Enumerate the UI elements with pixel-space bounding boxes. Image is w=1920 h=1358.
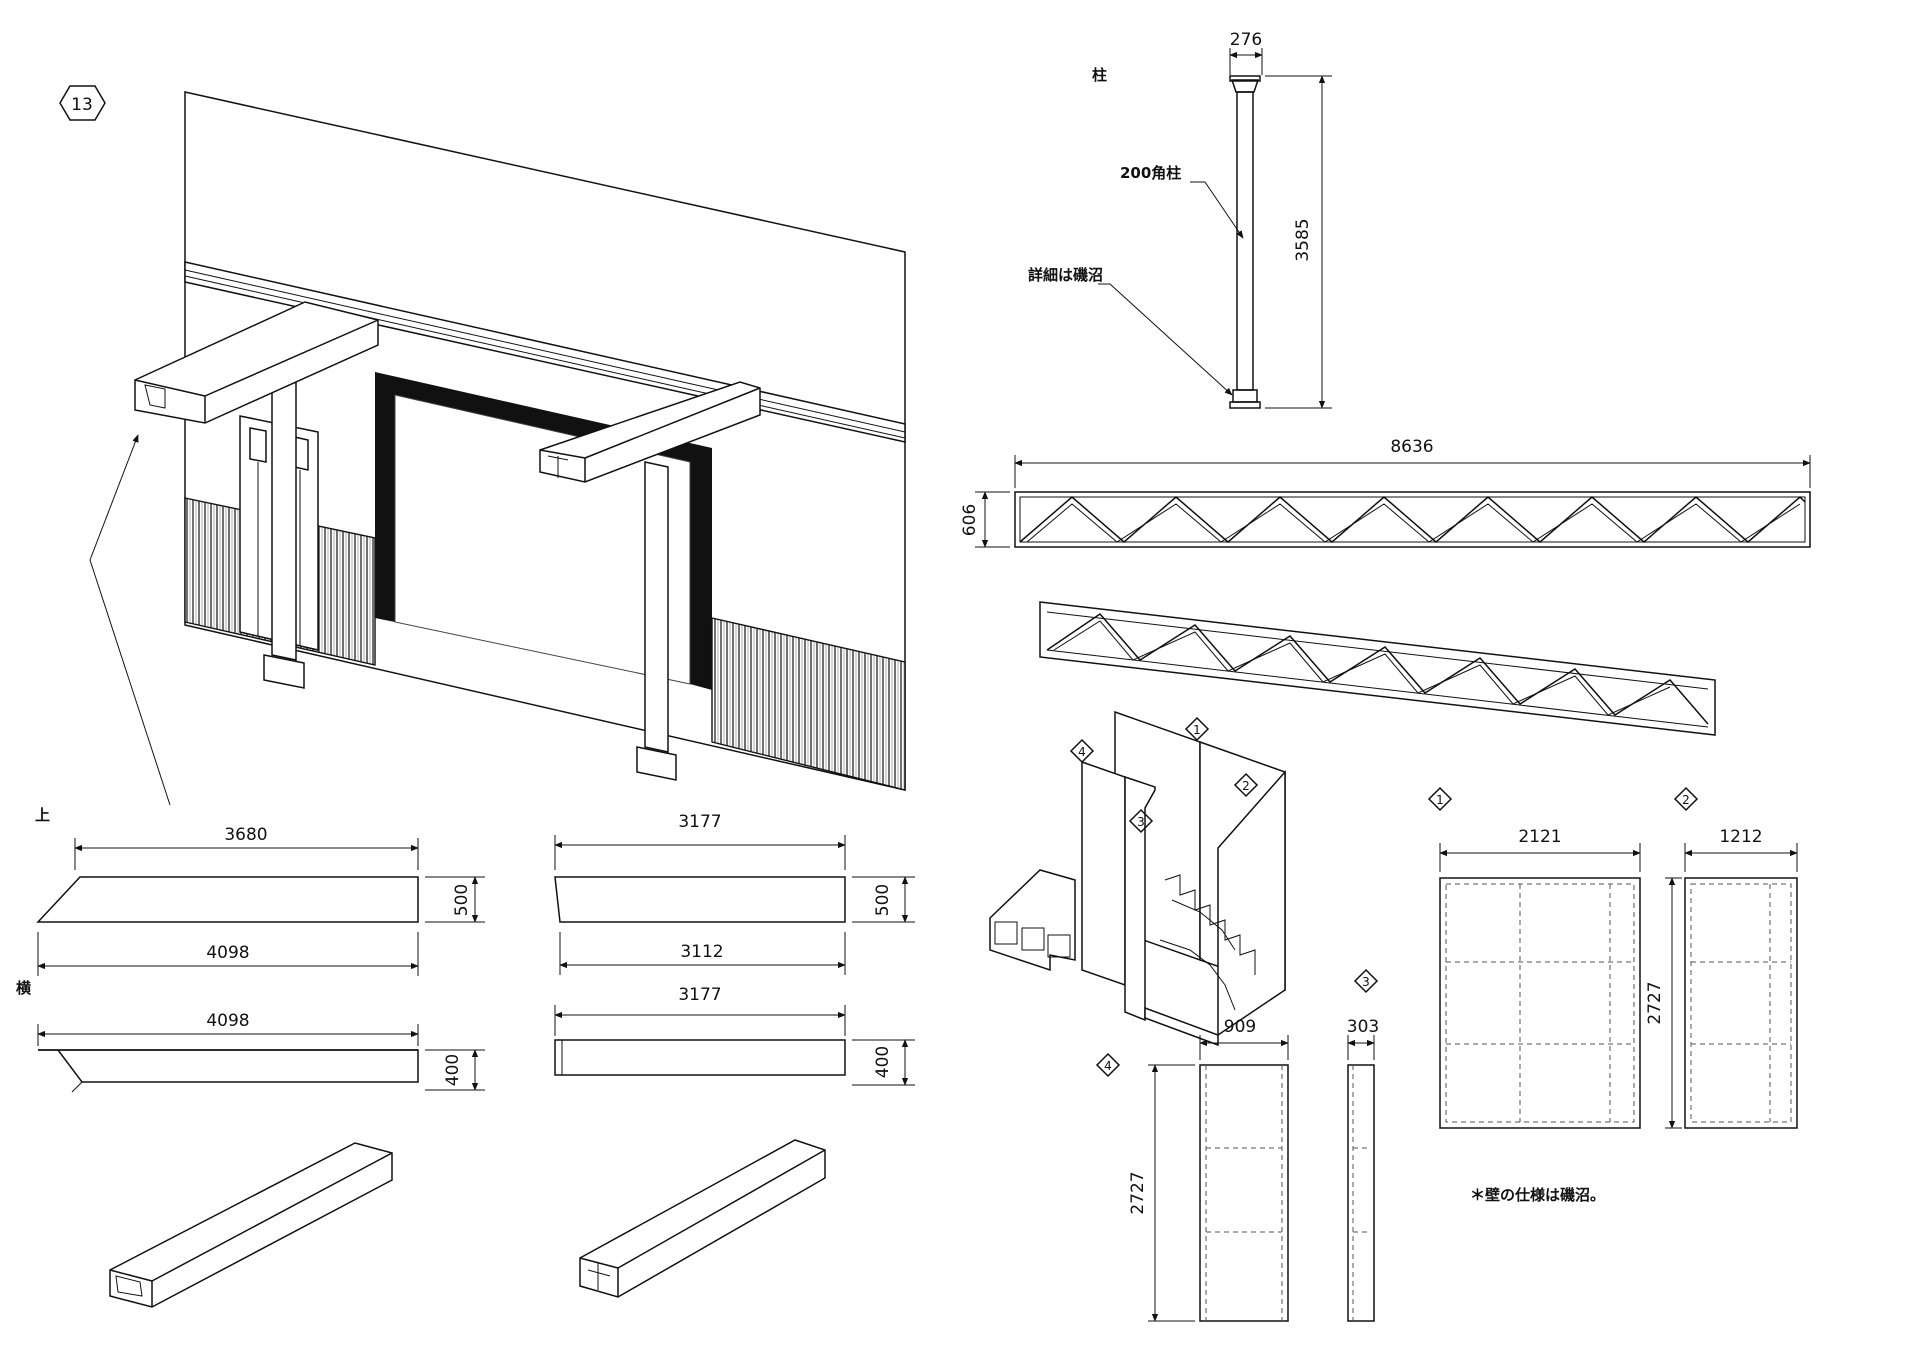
sheet-number-badge: 13	[59, 85, 106, 121]
dim-truss-height: 606	[960, 504, 980, 536]
wall-spec-note: ＊壁の仕様は磯沼。	[1470, 1186, 1605, 1204]
beam-right-side-view: 3177 400	[554, 985, 915, 1086]
dim-top-left-height: 500	[452, 884, 472, 916]
wainscot-right	[711, 617, 906, 791]
dim-pillar-height: 3585	[1293, 218, 1313, 261]
dim-side-right-height: 400	[873, 1046, 893, 1078]
dim-top-right-lower: 3112	[680, 942, 723, 962]
dim-top-right-height: 500	[873, 884, 893, 916]
svg-text:4: 4	[1104, 1059, 1112, 1073]
dim-side-left-height: 400	[443, 1054, 463, 1086]
panel-3-elevation: 3 303	[1347, 968, 1379, 1322]
beam-left-side-view: 4098 400	[37, 1011, 485, 1093]
dim-side-left-width: 4098	[206, 1011, 249, 1031]
svg-text:3: 3	[1137, 815, 1145, 829]
beam-left-top-view: 3680 4098 500	[36, 825, 485, 976]
beam-left-iso-bottom	[109, 1142, 393, 1308]
svg-text:3: 3	[1362, 975, 1370, 989]
svg-text:2: 2	[1682, 793, 1690, 807]
dim-top-left-upper: 3680	[224, 825, 267, 845]
column-left	[271, 377, 297, 661]
beam-left-iso	[134, 301, 379, 424]
svg-text:4: 4	[1078, 745, 1086, 759]
marker-1-iso: 1	[1184, 716, 1210, 742]
truss-elevation: 8636 606	[960, 437, 1811, 548]
svg-text:1: 1	[1193, 723, 1201, 737]
panel-4-elevation: 4 909 2727	[1095, 1017, 1289, 1322]
beam-right-top-view: 3177 3112 500	[554, 812, 915, 975]
dim-top-left-lower: 4098	[206, 943, 249, 963]
dim-panel3-width: 303	[1347, 1017, 1379, 1037]
sheet-number: 13	[71, 95, 93, 115]
marker-3-iso: 3	[1128, 808, 1154, 834]
beam-right-iso-bottom	[579, 1139, 826, 1298]
label-top: 上	[35, 806, 50, 824]
label-pillar-200: 200角柱	[1120, 164, 1181, 182]
label-side: 横	[16, 979, 32, 997]
panel-2-elevation: 2 1212 2727	[1645, 786, 1798, 1129]
marker-2-iso: 2	[1233, 772, 1259, 798]
dim-pillar-width: 276	[1230, 30, 1262, 50]
marker-4-iso: 4	[1069, 738, 1095, 764]
isometric-wall-view	[89, 91, 906, 806]
label-pillar: 柱	[1092, 66, 1107, 84]
dim-panel2-width: 1212	[1719, 827, 1762, 847]
panel-1-elevation: 1 2121	[1427, 786, 1641, 1129]
dim-truss-length: 8636	[1390, 437, 1433, 457]
dim-panel4-height: 2727	[1128, 1171, 1148, 1214]
truss-iso	[1039, 601, 1716, 736]
column-right	[644, 461, 669, 753]
svg-text:1: 1	[1436, 793, 1444, 807]
dim-panel12-height: 2727	[1645, 981, 1665, 1024]
dim-panel4-width: 909	[1224, 1017, 1256, 1037]
dim-panel1-width: 2121	[1518, 827, 1561, 847]
svg-text:2: 2	[1242, 779, 1250, 793]
stair-enclosure-iso: 1 2 3 4	[989, 710, 1286, 1047]
beam-right-iso	[539, 381, 761, 483]
dim-side-right-width: 3177	[678, 985, 721, 1005]
pillar-elevation: 柱 276 3585 200角柱 詳細は磯沼	[1028, 30, 1332, 409]
dim-top-right-upper: 3177	[678, 812, 721, 832]
label-pillar-detail: 詳細は磯沼	[1028, 266, 1103, 284]
